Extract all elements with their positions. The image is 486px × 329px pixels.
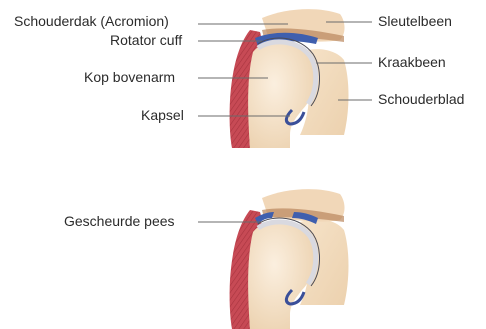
label-clavicle: Sleutelbeen: [378, 13, 452, 29]
label-scapula: Schouderblad: [378, 91, 464, 107]
label-torn-tendon: Gescheurde pees: [64, 213, 175, 229]
label-capsule: Kapsel: [141, 107, 184, 123]
label-acromion: Schouderdak (Acromion): [14, 13, 169, 29]
label-rotator-cuff: Rotator cuff: [110, 32, 182, 48]
label-humeral-head: Kop bovenarm: [84, 69, 175, 85]
torn-tendon-shoulder-illustration: [230, 189, 349, 329]
humeral-head-2: [248, 222, 314, 329]
label-cartilage: Kraakbeen: [378, 54, 446, 70]
healthy-shoulder-illustration: [230, 9, 349, 148]
